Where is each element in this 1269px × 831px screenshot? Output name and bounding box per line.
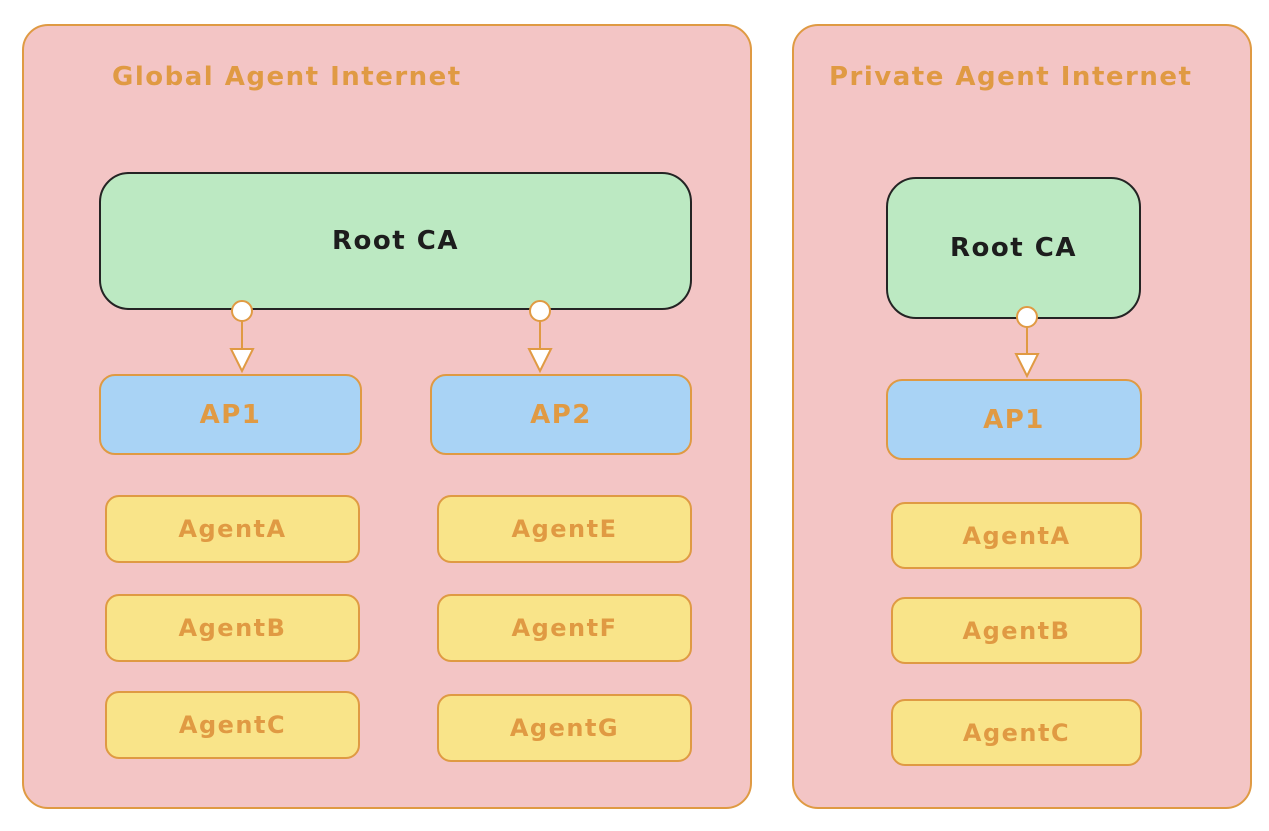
root-ca-label: Root CA	[332, 226, 459, 256]
agent-label: AgentA	[178, 515, 287, 543]
cluster-global-agent-internet: Global Agent Internet Root CA AP1 AP2 Ag…	[22, 24, 752, 809]
root-ca-node: Root CA	[99, 172, 692, 310]
agent-label: AgentE	[511, 515, 618, 543]
ap1-label: AP1	[199, 399, 262, 430]
root-ca-label: Root CA	[950, 233, 1077, 263]
ap2-label: AP2	[530, 399, 592, 430]
agent-label: AgentF	[511, 614, 618, 642]
ap1-node: AP1	[886, 379, 1142, 460]
cluster-private-agent-internet: Private Agent Internet Root CA AP1 Agent…	[792, 24, 1252, 809]
agent-label: AgentC	[962, 718, 1071, 747]
agent-label: AgentA	[962, 521, 1071, 550]
agent-label: AgentC	[178, 711, 287, 739]
ap1-label: AP1	[983, 404, 1045, 435]
agent-node: AgentG	[437, 694, 692, 762]
agent-node: AgentA	[105, 495, 360, 563]
cluster-title-global: Global Agent Internet	[112, 62, 462, 92]
agent-node: AgentC	[105, 691, 360, 759]
agent-node: AgentB	[891, 597, 1142, 664]
agent-node: AgentE	[437, 495, 692, 563]
agent-node: AgentC	[891, 699, 1142, 766]
agent-node: AgentB	[105, 594, 360, 662]
ap2-node: AP2	[430, 374, 692, 455]
agent-label: AgentB	[178, 614, 287, 642]
agent-node: AgentA	[891, 502, 1142, 569]
agent-label: AgentB	[962, 616, 1071, 645]
cluster-title-private: Private Agent Internet	[829, 62, 1193, 92]
agent-label: AgentG	[509, 714, 620, 742]
root-ca-node: Root CA	[886, 177, 1141, 319]
ap1-node: AP1	[99, 374, 362, 455]
agent-node: AgentF	[437, 594, 692, 662]
